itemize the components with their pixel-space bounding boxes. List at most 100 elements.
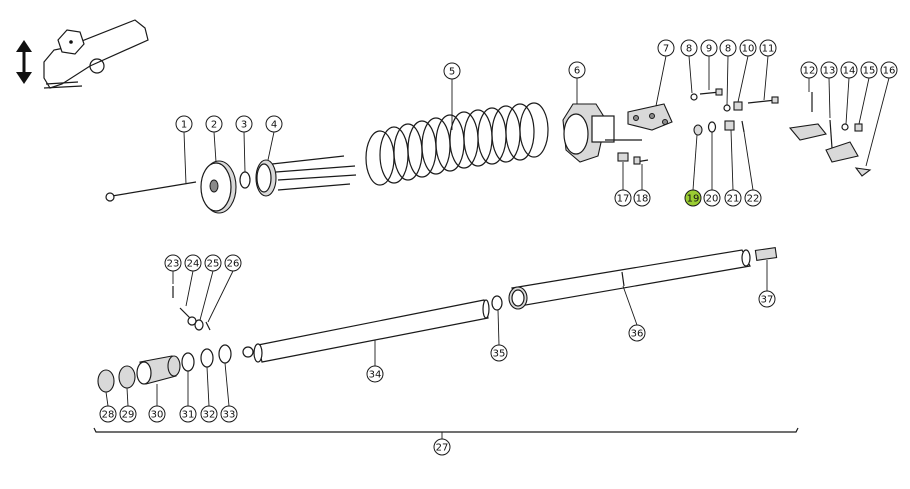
callout-circle	[119, 405, 137, 423]
callout-label: 13	[823, 66, 836, 77]
callout-label: 4	[271, 120, 277, 131]
callout-24[interactable]: 24	[184, 254, 202, 307]
callout-label: 35	[493, 349, 506, 360]
callout-label: 1	[181, 120, 187, 131]
callout-circle	[719, 39, 737, 57]
callout-35[interactable]: 35	[490, 309, 508, 362]
callout-15[interactable]: 15	[858, 61, 878, 125]
callout-6[interactable]: 6	[568, 61, 586, 104]
callout-label: 5	[449, 67, 455, 78]
callout-2[interactable]: 2	[205, 115, 223, 163]
callout-13[interactable]: 13	[820, 61, 838, 119]
callout-label: 15	[863, 66, 876, 77]
callout-8[interactable]: 8	[680, 39, 698, 94]
callout-33[interactable]: 33	[220, 362, 238, 423]
callout-9[interactable]: 9	[700, 39, 718, 90]
leader-line	[737, 55, 749, 103]
callout-label: 8	[725, 44, 731, 55]
callout-label: 14	[843, 66, 856, 77]
callout-circle	[220, 405, 238, 423]
leader-line	[743, 131, 754, 191]
leader-line	[655, 55, 667, 107]
callout-22[interactable]: 22	[743, 131, 762, 207]
callout-17[interactable]: 17	[614, 162, 632, 207]
callout-label: 25	[207, 259, 220, 270]
part-bracket	[627, 103, 673, 131]
callout-16[interactable]: 16	[865, 61, 898, 167]
callout-label: 30	[151, 410, 164, 421]
callout-circle	[205, 115, 223, 133]
callout-circle	[724, 189, 742, 207]
double-arrow-icon	[16, 40, 32, 84]
callout-7[interactable]: 7	[655, 39, 675, 107]
part-washer-3	[707, 121, 717, 133]
leader-line	[207, 270, 234, 323]
callout-label: 12	[803, 66, 816, 77]
callout-36[interactable]: 36	[622, 285, 646, 342]
callout-circle	[148, 405, 166, 423]
callout-28[interactable]: 28	[99, 391, 117, 423]
callout-label: 6	[574, 66, 580, 77]
callout-circle	[366, 365, 384, 383]
callout-circle	[433, 438, 451, 456]
callout-circle	[200, 405, 218, 423]
callout-10[interactable]: 10	[737, 39, 757, 103]
callout-circle	[739, 39, 757, 57]
callout-23[interactable]: 23	[164, 254, 182, 284]
callout-20[interactable]: 20	[703, 132, 721, 207]
callout-label: 32	[203, 410, 216, 421]
callout-label: 11	[762, 44, 775, 55]
callout-26[interactable]: 26	[207, 254, 242, 323]
callout-21[interactable]: 21	[724, 129, 742, 207]
callout-4[interactable]: 4	[265, 115, 283, 161]
callout-19[interactable]: 19	[684, 134, 702, 207]
callout-circle	[179, 405, 197, 423]
callout-circle	[703, 189, 721, 207]
callout-32[interactable]: 32	[200, 366, 218, 423]
callout-label: 7	[663, 44, 669, 55]
leader-line	[126, 387, 129, 407]
callout-circle	[684, 189, 702, 207]
leader-line	[828, 77, 831, 119]
callout-5[interactable]: 5	[443, 62, 461, 130]
part-outer-tube	[508, 249, 751, 310]
callout-25[interactable]: 25	[199, 254, 222, 321]
callout-11[interactable]: 11	[759, 39, 777, 101]
callout-8[interactable]: 8	[719, 39, 737, 106]
callout-34[interactable]: 34	[366, 340, 384, 383]
callout-circle	[820, 61, 838, 79]
callout-label: 26	[227, 259, 240, 270]
callout-30[interactable]: 30	[148, 384, 166, 423]
callout-14[interactable]: 14	[840, 61, 858, 125]
leader-line	[206, 366, 210, 407]
part-bolt	[699, 88, 723, 96]
leader-line	[730, 129, 734, 191]
callout-12[interactable]: 12	[800, 61, 818, 92]
callout-31[interactable]: 31	[179, 371, 197, 423]
callout-circle	[880, 61, 898, 79]
callout-circle	[164, 254, 182, 272]
leader-line	[185, 270, 194, 307]
part-nut-2	[724, 120, 735, 131]
callout-label: 17	[617, 194, 630, 205]
callout-29[interactable]: 29	[119, 387, 137, 423]
callout-label: 21	[727, 194, 740, 205]
callout-label: 31	[182, 410, 195, 421]
callout-circle	[614, 189, 632, 207]
part-bolt-long	[105, 181, 197, 202]
callout-3[interactable]: 3	[235, 115, 253, 173]
callout-27[interactable]: 27	[433, 432, 451, 456]
callout-18[interactable]: 18	[633, 164, 651, 207]
callout-circle	[700, 39, 718, 57]
part-bushing	[693, 124, 703, 136]
callout-circle	[265, 115, 283, 133]
callout-1[interactable]: 1	[175, 115, 193, 185]
part-flange	[200, 160, 237, 214]
callout-label: 22	[747, 194, 760, 205]
part-ring-2	[181, 352, 195, 372]
leader-line	[622, 285, 638, 326]
part-bolt-2	[747, 96, 779, 104]
part-nut-small	[617, 152, 629, 162]
callout-37[interactable]: 37	[758, 260, 776, 308]
